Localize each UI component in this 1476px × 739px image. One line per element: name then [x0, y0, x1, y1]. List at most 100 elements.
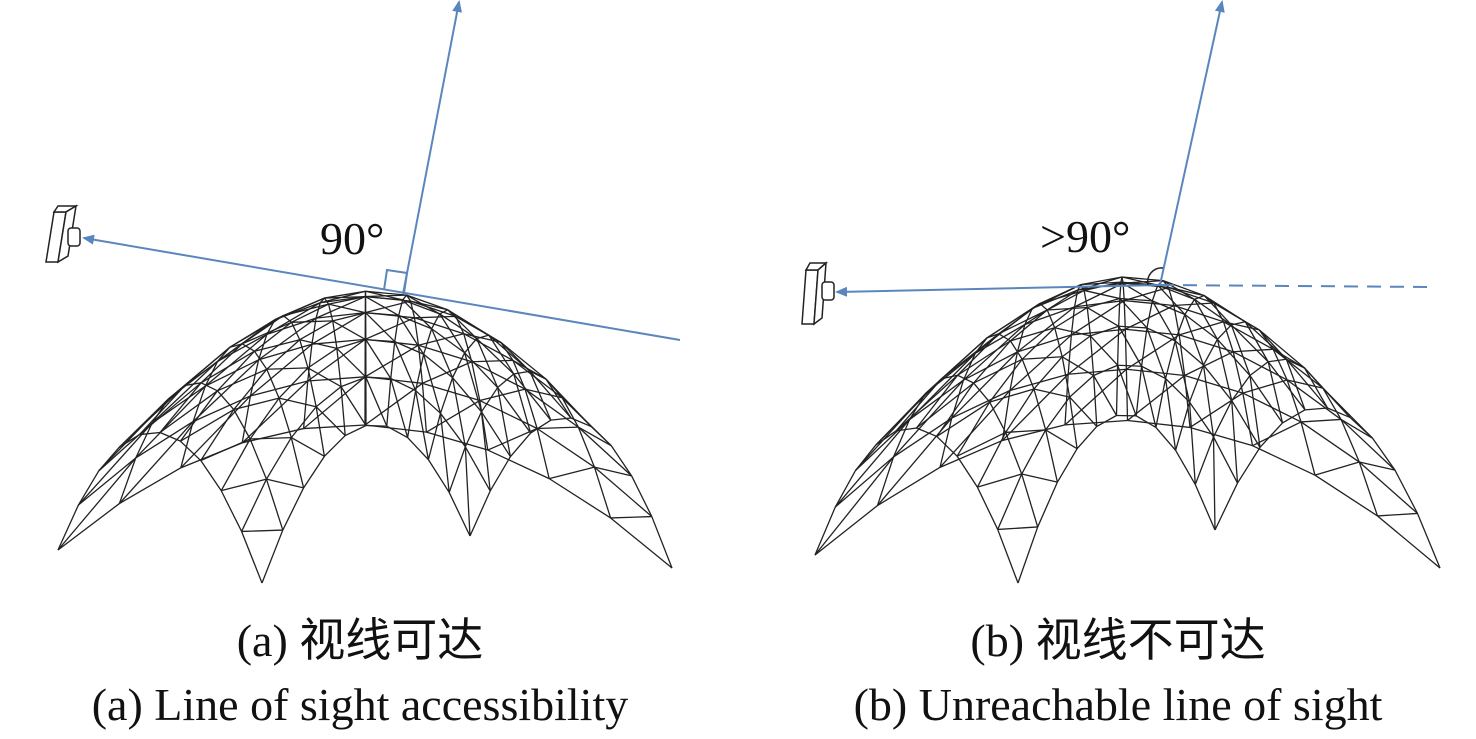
mesh-edge	[1164, 340, 1176, 379]
mesh-edge	[1135, 366, 1143, 416]
mesh-edge	[421, 383, 428, 433]
mesh-edge	[1070, 306, 1076, 335]
mesh-edge	[1174, 401, 1191, 451]
mesh-edge	[1358, 461, 1418, 514]
mesh-edge	[135, 421, 194, 459]
mesh-edge	[1054, 327, 1091, 337]
mesh-edge	[365, 376, 388, 427]
mesh-edge	[323, 435, 346, 457]
mesh-edge	[418, 344, 472, 363]
mesh-edge	[814, 505, 878, 556]
mesh-edge	[1039, 303, 1048, 311]
mesh-edge	[184, 346, 231, 387]
mesh-edge	[524, 388, 538, 429]
mesh-edge	[1116, 365, 1137, 417]
mesh-edge	[1068, 368, 1127, 375]
mesh-edge	[311, 338, 366, 345]
mesh-edge	[651, 516, 673, 569]
mesh-edge	[989, 358, 1023, 403]
mesh-edge	[497, 373, 515, 389]
mesh-edge	[431, 313, 441, 330]
mesh-edge	[1118, 325, 1143, 367]
mesh-edge	[1086, 307, 1092, 336]
mesh-edge	[1231, 400, 1239, 484]
mesh-edge	[184, 382, 202, 387]
mesh-edge	[1033, 388, 1070, 398]
mesh-edge	[77, 422, 153, 506]
mesh-edge	[936, 435, 958, 457]
mesh-edge	[364, 317, 415, 340]
dome-mesh-a	[57, 290, 673, 584]
mesh-edge	[1080, 276, 1123, 286]
mesh-edge	[1068, 396, 1078, 449]
mesh-edge	[998, 333, 1011, 342]
mesh-edge	[1121, 276, 1164, 282]
mesh-edge	[135, 385, 206, 459]
mesh-edge	[1064, 374, 1069, 425]
mesh-edge	[590, 426, 612, 447]
mesh-edge	[1021, 473, 1039, 528]
mesh-edge	[303, 376, 366, 430]
mesh-edge	[315, 406, 326, 457]
mesh-edge	[1045, 429, 1078, 450]
mesh-edge	[315, 406, 346, 437]
mesh-edge	[875, 430, 897, 446]
sight-line-a	[82, 234, 681, 341]
mesh-edge	[1244, 321, 1287, 360]
mesh-edge	[464, 446, 471, 537]
mesh-edge	[57, 457, 137, 551]
mesh-edge	[1118, 325, 1147, 329]
mesh-edge	[594, 466, 632, 477]
mesh-edge	[1127, 419, 1191, 429]
mesh-edge	[290, 437, 305, 488]
mesh-edge	[159, 390, 218, 434]
mesh-edge	[324, 290, 366, 299]
mesh-edge	[249, 438, 268, 480]
mesh-edge	[423, 328, 433, 355]
mesh-edge	[57, 504, 79, 551]
mesh-edge	[439, 377, 454, 414]
mesh-edge	[1046, 309, 1056, 329]
mesh-edge	[1124, 299, 1174, 307]
mesh-edge	[877, 466, 941, 507]
mesh-edge	[180, 421, 194, 469]
mesh-edge	[916, 382, 975, 429]
mesh-edge	[1175, 450, 1196, 485]
mesh-edge	[513, 373, 532, 434]
mesh-edge	[1157, 284, 1195, 300]
mesh-edge	[1146, 300, 1153, 329]
mesh-edge	[398, 299, 404, 316]
mesh-edge	[364, 382, 423, 426]
mesh-edge	[242, 427, 304, 444]
mesh-edge	[1010, 327, 1055, 342]
mesh-edge	[1123, 300, 1126, 330]
mesh-edge	[290, 437, 325, 457]
mesh-edge	[488, 334, 531, 372]
mesh-edge	[241, 321, 292, 345]
mesh-edge	[1157, 284, 1186, 315]
mesh-edge	[545, 378, 592, 428]
mesh-edge	[217, 333, 268, 362]
mesh-edge	[448, 492, 471, 537]
mesh-edge	[1249, 375, 1284, 424]
mesh-edge	[1045, 396, 1071, 431]
mesh-edge	[896, 427, 917, 432]
mesh-edge	[855, 419, 910, 471]
mesh-edge	[512, 360, 526, 390]
mesh-edge	[936, 382, 975, 437]
mesh-edge	[1301, 418, 1342, 423]
mesh-edge	[179, 440, 202, 462]
mesh-edge	[1304, 407, 1328, 411]
mesh-edge	[1151, 300, 1176, 342]
mesh-edge	[1125, 328, 1180, 336]
mesh-edge	[328, 296, 366, 305]
mesh-edge	[250, 343, 313, 397]
mesh-edge	[1151, 284, 1159, 302]
mesh-edge	[1216, 338, 1251, 376]
mesh-edge	[406, 294, 448, 311]
mesh-edge	[249, 397, 280, 440]
angle-label-a: 90°	[320, 213, 385, 264]
mesh-edge	[1117, 364, 1142, 367]
mesh-edge	[1119, 297, 1153, 302]
mesh-edge	[876, 456, 895, 506]
